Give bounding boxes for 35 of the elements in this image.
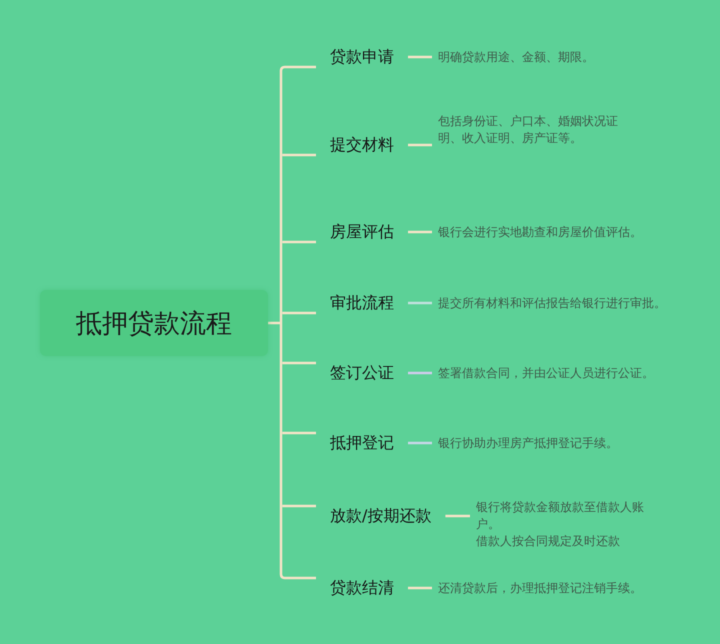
connector-line bbox=[408, 230, 432, 234]
step-title: 抵押登记 bbox=[316, 431, 408, 455]
connector-line bbox=[408, 586, 432, 590]
connector-line bbox=[280, 574, 316, 580]
step-description: 包括身份证、户口本、婚姻状况证明、收入证明、房产证等。 bbox=[432, 113, 622, 147]
connector-line bbox=[282, 154, 316, 156]
step-description: 借款人按合同规定及时还款 bbox=[476, 532, 621, 550]
connector-line bbox=[408, 302, 432, 304]
connector-line bbox=[445, 514, 470, 518]
central-topic-box: 抵押贷款流程 bbox=[40, 290, 268, 356]
step-title: 签订公证 bbox=[316, 361, 408, 385]
step-title: 提交材料 bbox=[316, 133, 408, 157]
connector-line bbox=[408, 372, 432, 374]
step-title: 贷款申请 bbox=[316, 45, 408, 69]
step-title: 放款/按期还款 bbox=[316, 504, 446, 528]
step-description: 还清贷款后，办理抵押登记注销手续。 bbox=[432, 580, 712, 596]
connector-line bbox=[282, 362, 316, 364]
step-description: 提交所有材料和评估报告给银行进行审批。 bbox=[432, 294, 712, 312]
step-description: 银行会进行实地勘查和房屋价值评估。 bbox=[432, 224, 712, 240]
connector-line bbox=[266, 70, 284, 576]
connector-line bbox=[282, 432, 316, 434]
connector-line bbox=[408, 56, 432, 58]
step-title: 贷款结清 bbox=[316, 576, 408, 600]
step-title: 审批流程 bbox=[316, 291, 408, 315]
step-description: 银行将贷款金额放款至借款人账户。 bbox=[476, 498, 645, 532]
connector-line bbox=[282, 504, 316, 508]
step-description: 签署借款合同，并由公证人员进行公证。 bbox=[432, 364, 712, 382]
connector-line bbox=[282, 240, 316, 244]
connector-line bbox=[408, 144, 432, 146]
step-description: 银行协助办理房产抵押登记手续。 bbox=[432, 434, 712, 452]
connector-line bbox=[408, 442, 432, 444]
connector-line bbox=[282, 312, 316, 314]
connector-line bbox=[280, 66, 316, 72]
step-title: 房屋评估 bbox=[316, 220, 408, 244]
step-description: 明确贷款用途、金额、期限。 bbox=[432, 48, 702, 66]
